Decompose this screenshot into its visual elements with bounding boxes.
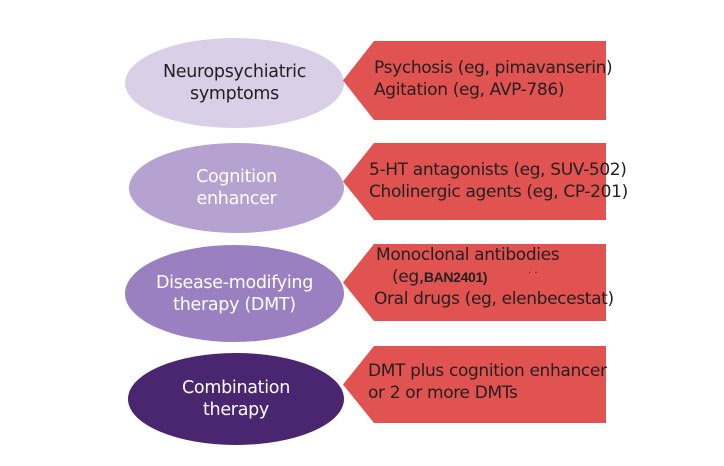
category-label-line: symptoms	[190, 84, 279, 104]
category-ellipse-neuropsychiatric: Neuropsychiatric symptoms	[125, 38, 344, 128]
category-label-line: therapy (DMT)	[173, 294, 296, 315]
arrow-shape	[343, 244, 606, 321]
example-line: 5-HT antagonists (eg, SUV-502)	[369, 160, 627, 180]
example-line: or 2 or more DMTs	[368, 383, 518, 403]
example-line: Agitation (eg, AVP-786)	[374, 80, 565, 100]
example-prefix: (eg,	[392, 267, 424, 287]
category-label-line: Cognition	[196, 167, 277, 187]
examples-arrow-combination: DMT plus cognition enhancer or 2 or more…	[343, 346, 607, 423]
examples-arrow-neuropsychiatric: Psychosis (eg, pimavanserin) Agitation (…	[343, 41, 613, 120]
stray-marks: . .	[528, 265, 538, 276]
example-line: Cholinergic agents (eg, CP-201)	[369, 182, 628, 202]
category-label: Disease-modifying therapy (DMT)	[156, 272, 313, 316]
example-line: Psychosis (eg, pimavanserin)	[374, 58, 613, 78]
category-ellipse-dmt: Disease-modifying therapy (DMT)	[125, 245, 344, 342]
category-label-line: therapy	[202, 400, 269, 420]
category-label-line: Neuropsychiatric	[162, 62, 307, 82]
arrow-shape	[343, 41, 606, 120]
category-ellipse-combination: Combination therapy	[128, 353, 344, 445]
arrow-shape	[343, 346, 606, 423]
examples-text: Psychosis (eg, pimavanserin) Agitation (…	[374, 57, 613, 101]
arrow-shape	[343, 143, 606, 220]
example-line: Monoclonal antibodies	[376, 245, 560, 265]
examples-arrow-dmt: Monoclonal antibodies (eg,BAN2401) Oral …	[343, 244, 614, 321]
category-label: Neuropsychiatric symptoms	[163, 61, 306, 105]
example-line: DMT plus cognition enhancer	[368, 361, 607, 381]
example-drug-code: BAN2401)	[423, 269, 488, 285]
examples-text: Monoclonal antibodies (eg,BAN2401) Oral …	[374, 244, 614, 310]
category-label-line: enhancer	[196, 189, 277, 209]
examples-text: DMT plus cognition enhancer or 2 or more…	[368, 360, 607, 404]
category-label: Cognition enhancer	[196, 166, 277, 210]
examples-text: 5-HT antagonists (eg, SUV-502) Cholinerg…	[369, 159, 628, 203]
example-line: Oral drugs (eg, elenbecestat)	[374, 289, 614, 309]
category-label-line: Disease-modifying	[155, 272, 314, 293]
category-label-line: Combination	[182, 378, 290, 398]
category-label: Combination therapy	[182, 377, 290, 421]
examples-arrow-cognition: 5-HT antagonists (eg, SUV-502) Cholinerg…	[343, 143, 628, 220]
category-ellipse-cognition: Cognition enhancer	[129, 143, 344, 233]
example-line: (eg,BAN2401)	[376, 266, 614, 288]
